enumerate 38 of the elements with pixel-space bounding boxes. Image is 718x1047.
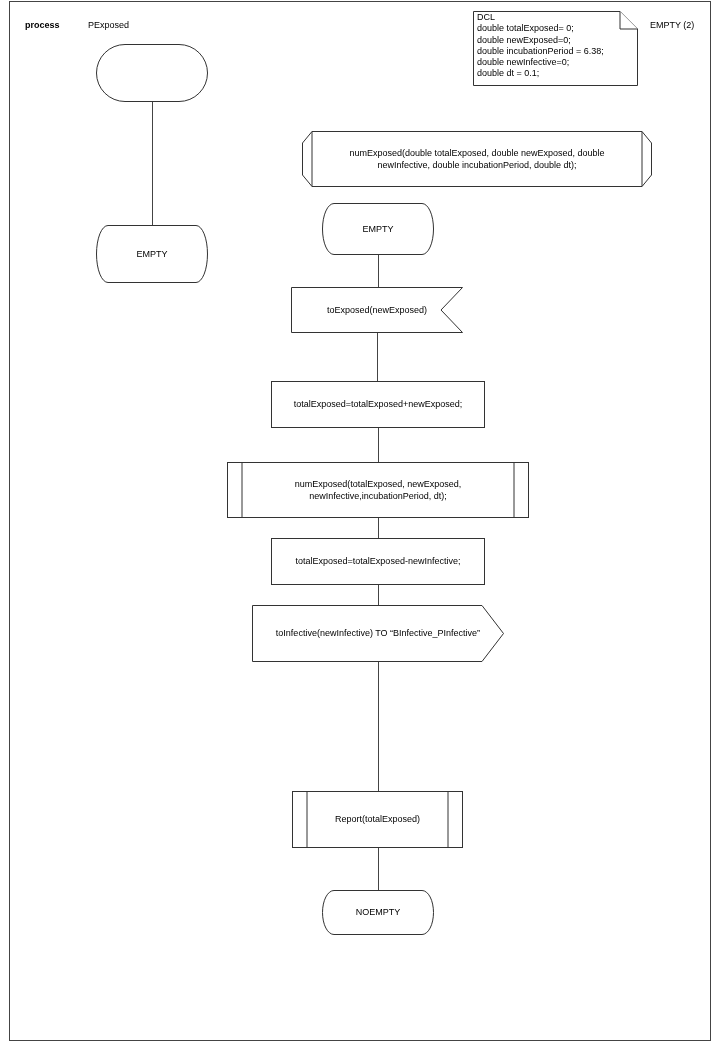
state-symbol xyxy=(322,890,434,935)
declaration-text: double incubationPeriod = 6.38; xyxy=(477,45,604,57)
output-signal xyxy=(252,605,504,662)
symbol-text: totalExposed=totalExposed-newInfective; xyxy=(295,555,461,568)
declaration-text: double dt = 0.1; xyxy=(477,68,540,80)
keyword-text: DCL xyxy=(477,12,495,24)
flow-line xyxy=(377,332,378,382)
symbol-text: numExposed(totalExposed, newExposed, newInfective,incubationPeriod, dt); xyxy=(293,477,463,503)
procedure-declaration xyxy=(302,131,652,187)
symbol-text: numExposed(double totalExposed, double newExposed, double newInfective, double incubationPeriod, double dt); xyxy=(348,146,606,172)
symbol-text: EMPTY xyxy=(136,247,168,261)
flow-line xyxy=(152,101,153,226)
task-box xyxy=(271,381,485,428)
flow-line xyxy=(378,427,379,463)
flow-line xyxy=(378,584,379,606)
symbol-text: toExposed(newExposed) xyxy=(326,303,428,317)
symbol-text: Report(totalExposed) xyxy=(334,813,420,826)
declaration-text: double totalExposed= 0; xyxy=(477,23,574,35)
symbol-text: NOEMPTY xyxy=(355,906,401,919)
page-label: EMPTY (2) xyxy=(650,19,695,32)
flow-line xyxy=(378,254,379,288)
flow-line xyxy=(378,661,379,792)
declaration-note xyxy=(473,11,638,86)
declaration-text: double newExposed=0; xyxy=(477,34,571,46)
input-signal xyxy=(291,287,463,333)
procedure-call xyxy=(227,462,529,518)
task-box xyxy=(271,538,485,585)
keyword-label: process xyxy=(25,19,60,32)
symbol-text: totalExposed=totalExposed+newExposed; xyxy=(293,398,463,411)
flow-line xyxy=(378,847,379,891)
declaration-text: double newInfective=0; xyxy=(477,57,570,69)
state-symbol xyxy=(96,225,208,283)
process-name: PExposed xyxy=(88,19,130,32)
procedure-call xyxy=(292,791,463,848)
symbol-text: EMPTY xyxy=(362,222,394,236)
state-symbol xyxy=(322,203,434,255)
symbol-text: toInfective(newInfective) TO “BInfective_PInfective” xyxy=(275,627,481,640)
flow-line xyxy=(378,517,379,539)
